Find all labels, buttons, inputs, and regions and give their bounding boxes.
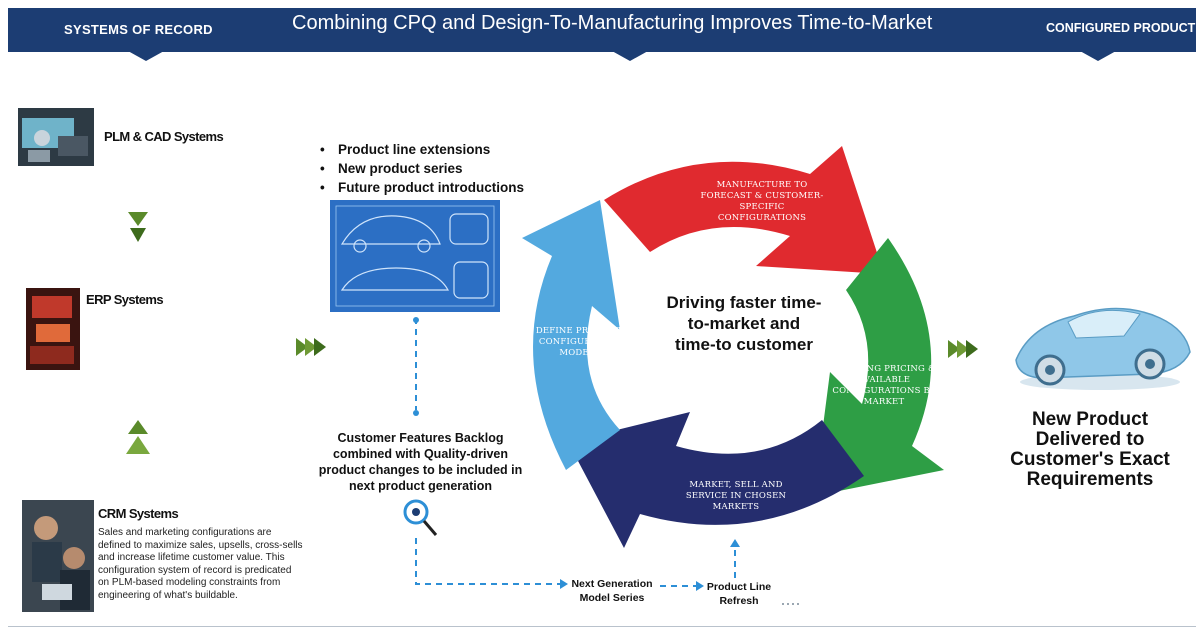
down-arrow-icon <box>128 212 148 226</box>
up-arrow-icon <box>128 420 148 434</box>
chevron-right-icon <box>957 340 969 358</box>
product-line-refresh-label: Product Line Refresh <box>706 581 772 607</box>
chevron-right-icon <box>966 340 978 358</box>
crm-image <box>22 500 94 612</box>
dashed-connector <box>415 538 560 585</box>
down-arrow-icon <box>130 228 146 242</box>
segment-define-text: DEFINE PRODUCT, CONFIGURATION MODELS <box>535 326 625 358</box>
arrow-right-icon <box>696 581 704 591</box>
erp-image <box>26 288 80 370</box>
backlog-text: Customer Features Backlog combined with … <box>318 431 523 493</box>
cycle-center-text: Driving faster time-to-market and time-t… <box>666 293 822 354</box>
plm-cad-image <box>18 108 94 166</box>
header-banner <box>8 8 1196 52</box>
connector-dot <box>413 410 419 416</box>
configured-product-header: CONFIGURED PRODUCT <box>1046 21 1196 35</box>
segment-pricing-text: DEFINING PRICING & AVAILABLE CONFIGURATI… <box>832 364 936 407</box>
cycle-segment-pricing <box>814 238 944 496</box>
chevron-right-icon <box>305 338 317 356</box>
header-notch-left <box>128 51 164 61</box>
cycle-segment-define <box>522 200 620 470</box>
chevron-right-icon <box>314 338 326 356</box>
cycle-segment-manufacture <box>604 146 884 274</box>
plm-cad-label: PLM & CAD Systems <box>104 129 224 144</box>
arrow-up-icon <box>730 539 740 547</box>
segment-market-text: MARKET, SELL AND SERVICE IN CHOSEN MARKE… <box>685 480 787 512</box>
bullet-item: New product series <box>320 159 524 178</box>
bottom-divider <box>8 626 1196 627</box>
crm-description: Sales and marketing configurations are d… <box>98 527 303 601</box>
erp-label: ERP Systems <box>86 292 164 307</box>
car-image <box>1015 307 1191 390</box>
magnifier-icon <box>403 499 438 536</box>
bullet-item: Future product introductions <box>320 178 524 197</box>
crm-label: CRM Systems <box>98 506 179 521</box>
next-generation-label: Next Generation Model Series <box>571 578 653 604</box>
up-arrow-icon <box>126 436 150 454</box>
chevron-right-icon <box>296 338 308 356</box>
slide-title: Combining CPQ and Design-To-Manufacturin… <box>292 12 933 34</box>
bullet-item: Product line extensions <box>320 140 524 159</box>
segment-manufacture-text: MANUFACTURE TO FORECAST & CUSTOMER-SPECI… <box>700 180 824 223</box>
blueprint-image <box>330 200 500 312</box>
header-notch-center <box>612 51 648 61</box>
cycle-segment-market <box>568 412 864 548</box>
cycle-diagram <box>522 146 944 548</box>
connector-dot <box>413 317 419 323</box>
arrow-right-icon <box>560 579 568 589</box>
chevron-right-icon <box>948 340 960 358</box>
product-bullets: Product line extensions New product seri… <box>320 140 524 197</box>
header-notch-right <box>1080 51 1116 61</box>
outcome-text: New Product Delivered to Customer's Exac… <box>1010 409 1170 490</box>
systems-of-record-header: SYSTEMS OF RECORD <box>64 22 213 37</box>
